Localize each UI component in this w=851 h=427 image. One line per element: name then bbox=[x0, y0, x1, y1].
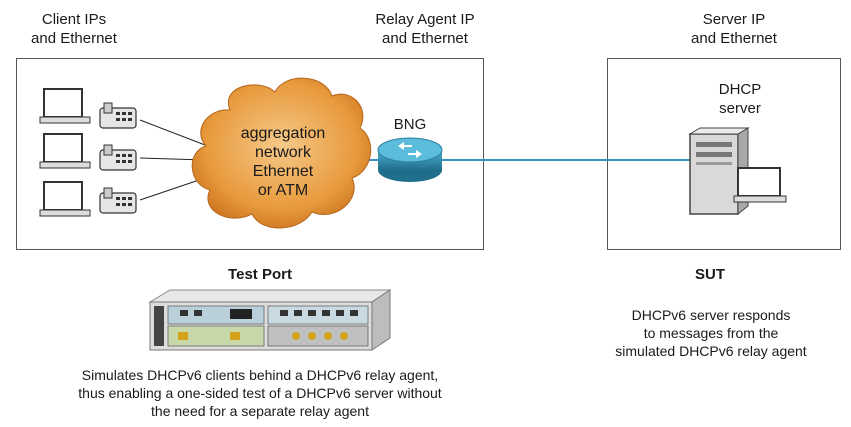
phone-icon-3 bbox=[99, 187, 137, 214]
client-header: Client IPs and Ethernet bbox=[14, 10, 134, 48]
dhcp-server-label-line1: DHCP bbox=[718, 81, 762, 98]
dhcp-server-label: DHCP server bbox=[700, 80, 780, 118]
server-header-line1: Server IP bbox=[702, 11, 766, 28]
cloud-label-line2: network bbox=[254, 144, 312, 161]
client-header-line1: Client IPs bbox=[41, 11, 107, 28]
test-port-description-line2: thus enabling a one-sided test of a DHCP… bbox=[78, 385, 442, 401]
cloud-label-line1: aggregation bbox=[240, 125, 326, 142]
client-header-line2: and Ethernet bbox=[31, 30, 117, 47]
sut-description-line1: DHCPv6 server responds bbox=[631, 307, 791, 323]
dhcp-server-icon bbox=[688, 127, 787, 216]
relay-header-line1: Relay Agent IP bbox=[375, 11, 475, 28]
test-port-description-line1: Simulates DHCPv6 clients behind a DHCPv6… bbox=[81, 367, 439, 383]
sut-title: SUT bbox=[695, 266, 725, 283]
laptop-icon-1 bbox=[39, 88, 91, 124]
cloud-label-line3: Ethernet bbox=[252, 163, 314, 180]
relay-header: Relay Agent IP and Ethernet bbox=[360, 10, 490, 48]
laptop-icon-2 bbox=[39, 133, 91, 169]
aggregation-cloud-icon bbox=[191, 77, 372, 229]
server-header: Server IP and Ethernet bbox=[674, 10, 794, 48]
bng-router-icon bbox=[377, 137, 443, 182]
test-port-description-line3: the need for a separate relay agent bbox=[151, 403, 369, 419]
test-port-description: Simulates DHCPv6 clients behind a DHCPv6… bbox=[40, 366, 480, 420]
cloud-label: aggregation network Ethernet or ATM bbox=[228, 124, 338, 200]
phone-icon-1 bbox=[99, 102, 137, 129]
relay-header-line2: and Ethernet bbox=[382, 30, 468, 47]
sut-description-line3: simulated DHCPv6 relay agent bbox=[615, 343, 807, 359]
dhcp-server-label-line2: server bbox=[719, 100, 761, 117]
phone-icon-2 bbox=[99, 144, 137, 171]
bng-label: BNG bbox=[393, 116, 427, 133]
test-port-device-image bbox=[148, 289, 392, 351]
server-header-line2: and Ethernet bbox=[691, 30, 777, 47]
test-port-title: Test Port bbox=[228, 266, 292, 283]
laptop-icon-3 bbox=[39, 181, 91, 217]
sut-description-line2: to messages from the bbox=[643, 325, 779, 341]
cloud-label-line4: or ATM bbox=[257, 182, 309, 199]
sut-description: DHCPv6 server responds to messages from … bbox=[606, 306, 816, 360]
